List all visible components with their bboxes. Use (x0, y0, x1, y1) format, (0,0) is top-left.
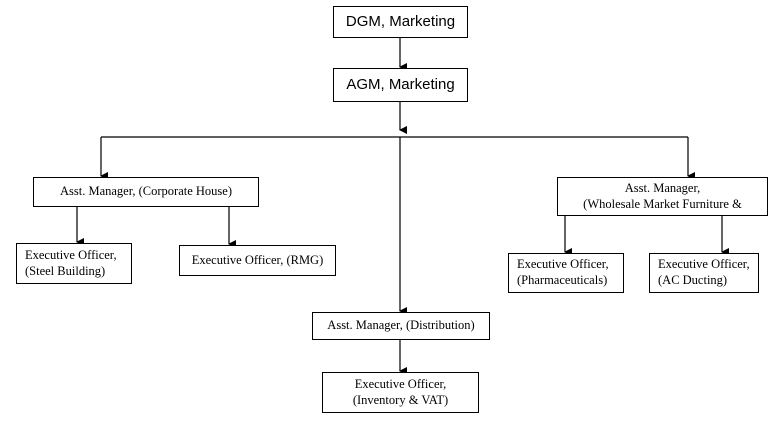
node-sublabel: (Pharmaceuticals) (517, 273, 608, 287)
node-label: AGM, Marketing (346, 75, 455, 93)
node-label: Asst. Manager, (624, 180, 701, 195)
node-exec-rmg: Executive Officer, (RMG) (179, 245, 336, 276)
node-asst-manager-corporate: Asst. Manager, (Corporate House) (33, 177, 259, 207)
node-sublabel: (Steel Building) (25, 263, 106, 278)
node-exec-pharma: Executive Officer, (Pharmaceuticals) (508, 253, 624, 293)
node-label: Executive Officer, (354, 376, 447, 391)
node-label: Asst. Manager, (Distribution) (327, 318, 475, 333)
node-dgm-marketing: DGM, Marketing (333, 6, 468, 38)
node-exec-steel: Executive Officer, (Steel Building) (16, 243, 132, 284)
node-agm-marketing: AGM, Marketing (333, 68, 468, 102)
node-exec-inventory: Executive Officer, (Inventory & VAT) (322, 372, 479, 413)
node-sublabel: (AC Ducting) (658, 273, 728, 287)
node-sublabel: (Wholesale Market Furniture & (583, 196, 742, 211)
node-asst-manager-distribution: Asst. Manager, (Distribution) (312, 312, 490, 340)
node-label: Executive Officer, (658, 257, 750, 272)
node-asst-manager-wholesale: Asst. Manager, (Wholesale Market Furnitu… (557, 177, 768, 216)
node-label: Executive Officer, (517, 257, 609, 272)
node-label: Executive Officer, (25, 247, 117, 262)
node-sublabel: (Inventory & VAT) (352, 392, 449, 407)
node-label: DGM, Marketing (345, 12, 456, 30)
node-label: Executive Officer, (RMG) (191, 252, 324, 267)
node-label: Asst. Manager, (Corporate House) (59, 184, 233, 199)
node-exec-ac: Executive Officer, (AC Ducting) (649, 253, 759, 293)
